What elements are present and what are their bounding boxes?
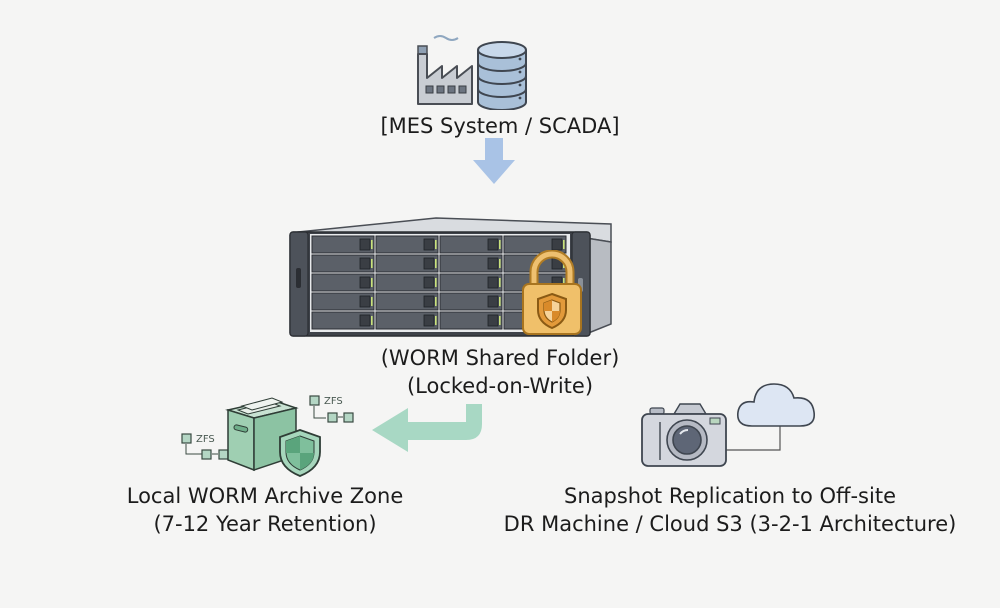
drive-led [563, 278, 565, 287]
storage-label-line2: (Locked-on-Write) [406, 374, 594, 398]
drive-bay [311, 292, 375, 311]
drive-latch [487, 276, 499, 289]
drive-bay [439, 254, 503, 273]
drive-latch [359, 257, 371, 270]
zfs-label-left: ZFS [196, 434, 215, 445]
camera-snapshot-icon [641, 403, 727, 467]
drive-bay [311, 254, 375, 273]
drive-led [499, 316, 501, 325]
offsite-label-line2: DR Machine / Cloud S3 (3-2-1 Architectur… [503, 512, 957, 536]
drive-bay [311, 235, 375, 254]
archive-label-line2: (7-12 Year Retention) [153, 512, 377, 536]
drive-latch [423, 276, 435, 289]
drive-latch [423, 238, 435, 251]
source-node [412, 28, 542, 110]
drive-led [499, 278, 501, 287]
drive-latch [359, 314, 371, 327]
padlock-shield-icon [520, 250, 584, 340]
drive-led [499, 240, 501, 249]
archive-label-line1: Local WORM Archive Zone [126, 484, 404, 508]
drive-bay [375, 235, 439, 254]
drive-bay [311, 311, 375, 330]
drive-led [435, 240, 437, 249]
storage-label-line1: (WORM Shared Folder) [380, 346, 620, 370]
drive-bay [503, 235, 567, 254]
drive-led [371, 297, 373, 306]
drive-latch [359, 238, 371, 251]
drive-bay [439, 235, 503, 254]
drive-led [435, 297, 437, 306]
shield-icon [279, 429, 321, 477]
drive-led [435, 259, 437, 268]
drive-led [371, 259, 373, 268]
drive-led [371, 240, 373, 249]
drive-bay [375, 311, 439, 330]
zfs-chain-left: ZFS [181, 433, 229, 460]
drive-led [563, 240, 565, 249]
drive-latch [487, 238, 499, 251]
drive-bay [439, 292, 503, 311]
offsite-label-line1: Snapshot Replication to Off-site [564, 484, 896, 508]
drive-bay [439, 311, 503, 330]
cloud-icon [736, 383, 816, 427]
factory-icon [417, 35, 473, 105]
down-arrow-icon [472, 138, 516, 186]
drive-latch [551, 238, 563, 251]
drive-latch [487, 295, 499, 308]
zfs-label-right: ZFS [324, 396, 343, 407]
drive-latch [423, 314, 435, 327]
left-arrow-icon [368, 404, 484, 456]
drive-bay [311, 273, 375, 292]
drive-bay [375, 292, 439, 311]
drive-latch [423, 257, 435, 270]
drive-led [499, 297, 501, 306]
drive-led [371, 278, 373, 287]
drive-latch [487, 257, 499, 270]
drive-latch [359, 276, 371, 289]
offsite-node [628, 368, 828, 472]
database-icon [477, 41, 527, 110]
source-label: [MES System / SCADA] [380, 114, 620, 138]
drive-latch [359, 295, 371, 308]
drive-latch [487, 314, 499, 327]
drive-bay [439, 273, 503, 292]
drive-latch [423, 295, 435, 308]
shield-icon [537, 292, 567, 330]
drive-led [435, 278, 437, 287]
drive-led [371, 316, 373, 325]
drive-bay [375, 273, 439, 292]
zfs-chain-right: ZFS [309, 395, 354, 423]
drive-bay [375, 254, 439, 273]
drive-led [435, 316, 437, 325]
archive-node: ZFS ZFS [176, 386, 366, 478]
drive-led [499, 259, 501, 268]
